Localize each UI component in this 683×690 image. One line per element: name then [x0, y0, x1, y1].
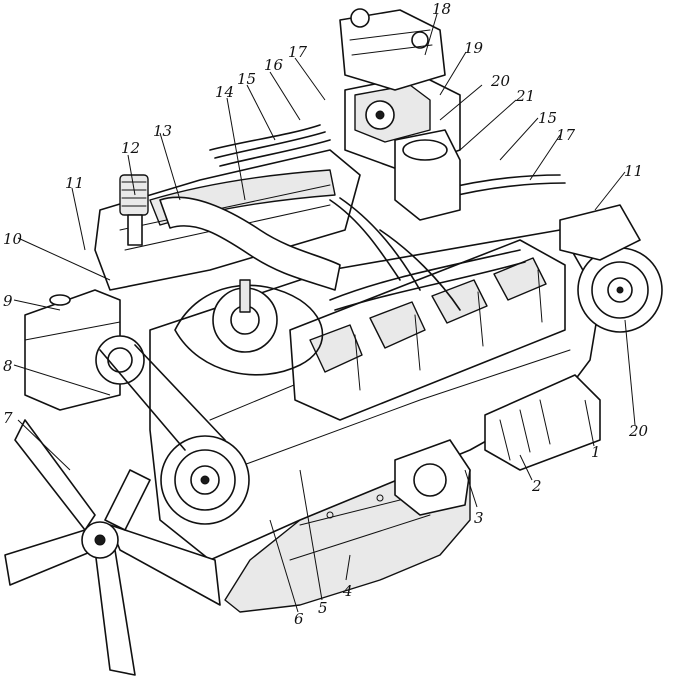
callout-1: 1 [591, 443, 601, 461]
callout-21: 21 [515, 87, 535, 105]
callout-17a: 17 [288, 43, 308, 61]
callout-8: 8 [3, 357, 13, 375]
callout-12: 12 [121, 139, 140, 157]
belt-drive [174, 279, 324, 376]
fuel-lines [209, 124, 566, 311]
starter-motor [484, 374, 601, 471]
callout-20a: 20 [490, 72, 511, 90]
callout-7: 7 [3, 409, 13, 427]
callout-17b: 17 [556, 126, 576, 144]
callout-14: 14 [215, 83, 234, 101]
fuel-filter-housing [394, 129, 461, 221]
fan-belt [99, 344, 226, 451]
callout-10: 10 [3, 230, 23, 248]
callout-5: 5 [318, 599, 328, 617]
oil-filler-neck [119, 174, 149, 246]
cooling-fan [4, 419, 221, 676]
alternator [394, 439, 471, 516]
callout-18: 18 [432, 0, 451, 18]
compressor-11-right [559, 204, 641, 261]
crank-pulley [160, 435, 250, 525]
callout-2: 2 [531, 477, 542, 495]
governor-top [339, 8, 446, 91]
callout-3: 3 [474, 509, 484, 527]
callout-11b: 11 [624, 162, 643, 180]
leader-lines [13, 13, 636, 613]
callout-4: 4 [342, 582, 353, 600]
callout-20b: 20 [628, 422, 649, 440]
callout-15a: 15 [237, 70, 256, 88]
callout-13: 13 [153, 122, 172, 140]
callout-15b: 15 [538, 109, 557, 127]
expansion-tank [24, 289, 121, 411]
intake-pipe [159, 196, 341, 291]
water-pump-pulley [95, 335, 145, 385]
callout-16: 16 [264, 56, 284, 74]
callout-19: 19 [464, 39, 484, 57]
rear-pulley [577, 247, 663, 333]
callout-labels: 1 2 3 4 5 6 7 8 9 10 11 11 12 13 14 15 1… [3, 0, 649, 628]
callout-11a: 11 [65, 174, 84, 192]
callout-6: 6 [294, 610, 304, 628]
callout-9: 9 [3, 292, 13, 310]
